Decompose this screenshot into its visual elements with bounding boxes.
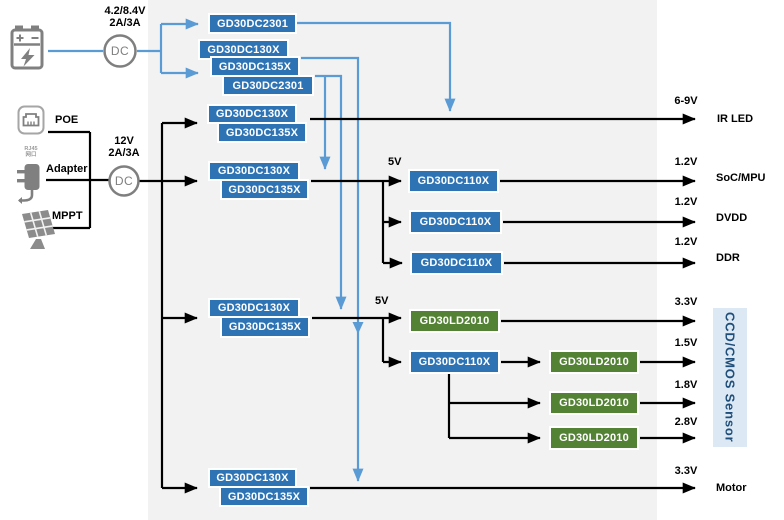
block-gd30dc110x-dvdd: GD30DC110X: [409, 210, 502, 234]
out-voltage-soc: 1.2V: [674, 156, 698, 168]
dc-circle-main: [108, 165, 140, 197]
out-voltage-1v8: 1.8V: [674, 379, 698, 391]
block-gd30dc135x-5v-bottom: GD30DC135X: [220, 316, 310, 338]
rj45-caption-line2: 网口: [25, 152, 37, 158]
block-gd30dc2301-top: GD30DC2301: [208, 13, 297, 34]
rail-5v-top-label: 5V: [388, 156, 402, 168]
dc-circles: [103, 34, 140, 197]
out-voltage-irled: 6-9V: [674, 95, 698, 107]
bus-rating-current: 2A/3A: [108, 147, 140, 159]
block-gd30dc130x-irled: GD30DC130X: [207, 104, 297, 124]
poe-label: POE: [55, 114, 79, 126]
battery-rating-label: 4.2/8.4V 2A/3A: [95, 5, 155, 29]
block-gd30dc2301-top2: GD30DC2301: [222, 75, 314, 96]
block-gd30dc110x-sensor: GD30DC110X: [409, 350, 500, 374]
dc-circle-top-label: DC: [110, 44, 130, 58]
solar-panel-icon: [22, 210, 55, 249]
out-voltage-2v8: 2.8V: [674, 416, 698, 428]
block-gd30dc110x-ddr: GD30DC110X: [410, 251, 503, 275]
out-voltage-1v5: 1.5V: [674, 337, 698, 349]
out-voltage-3v3: 3.3V: [674, 296, 698, 308]
battery-rating-voltage: 4.2/8.4V: [104, 5, 146, 17]
bus-rating-voltage: 12V: [114, 135, 134, 147]
battery-rating-current: 2A/3A: [109, 17, 141, 29]
mid-arrowhead: [352, 322, 364, 334]
out-voltage-dvdd: 1.2V: [674, 196, 698, 208]
load-motor: Motor: [716, 482, 747, 494]
load-dvdd: DVDD: [716, 212, 748, 224]
adapter-label: Adapter: [46, 163, 88, 175]
adapter-icon: [17, 164, 40, 204]
block-gd30dc135x-irled: GD30DC135X: [217, 122, 307, 143]
dc-circle-main-label: DC: [114, 174, 134, 188]
block-gd30ld2010-1v8: GD30LD2010: [549, 391, 639, 415]
rj45-icon: [17, 105, 45, 135]
block-gd30ld2010-1v5: GD30LD2010: [549, 350, 639, 374]
black-routes: [44, 113, 696, 494]
ccd-cmos-sensor-block: CCD/CMOS Sensor: [713, 308, 747, 447]
mppt-label: MPPT: [52, 210, 83, 222]
out-voltage-ddr: 1.2V: [674, 236, 698, 248]
rj45-caption-line1: RJ45: [24, 146, 38, 152]
dc-circle-top: [103, 34, 137, 68]
block-gd30dc130x-5v-top: GD30DC130X: [208, 161, 300, 181]
bus-rating-label: 12V 2A/3A: [94, 135, 154, 159]
block-gd30dc135x-5v-top: GD30DC135X: [220, 179, 309, 200]
block-gd30ld2010-3v3: GD30LD2010: [409, 309, 500, 333]
rail-5v-bottom-label: 5V: [375, 295, 389, 307]
block-gd30dc135x-motor: GD30DC135X: [219, 486, 309, 507]
load-soc: SoC/MPU: [716, 172, 766, 184]
load-irled: IR LED: [717, 113, 754, 125]
load-ddr: DDR: [716, 252, 740, 264]
block-gd30dc130x-motor: GD30DC130X: [208, 468, 297, 488]
block-gd30dc130x-5v-bottom: GD30DC130X: [208, 298, 300, 318]
battery-icon: [10, 25, 44, 70]
block-gd30dc110x-soc: GD30DC110X: [408, 169, 499, 193]
block-gd30ld2010-2v8: GD30LD2010: [549, 426, 639, 450]
block-gd30dc135x-top: GD30DC135X: [210, 56, 300, 77]
blue-routes: [48, 18, 456, 482]
out-voltage-motor: 3.3V: [674, 465, 698, 477]
rj45-caption: RJ45 网口: [17, 146, 45, 158]
